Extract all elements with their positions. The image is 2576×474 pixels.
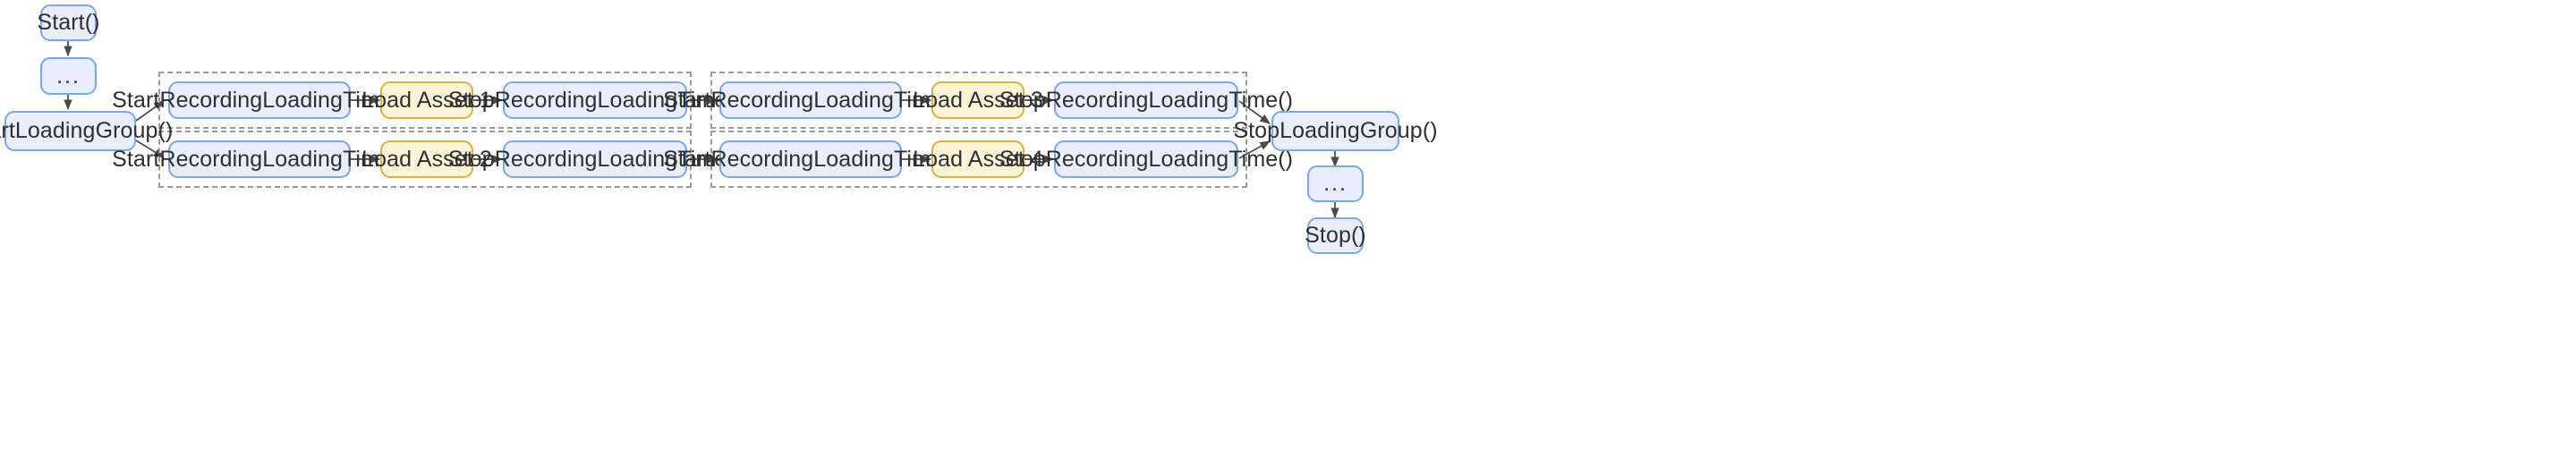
node-g2r1-stop-recording[interactable]: StopRecordingLoadingTime(): [999, 81, 1293, 119]
node-g2r2-load-asset[interactable]: Load Asset 4: [913, 140, 1043, 178]
node-g1r2-start-recording[interactable]: StartRecordingLoadingTime(): [112, 140, 407, 178]
node-g2r2-start-recording[interactable]: StartRecordingLoadingTime(): [663, 140, 958, 178]
node-start[interactable]: Start(): [37, 4, 100, 41]
node-stop-loading-group-label: StopLoadingGroup(): [1233, 118, 1438, 143]
node-g1r1-load-asset-label: Load Asset 1: [361, 87, 492, 113]
node-stop-loading-group[interactable]: StopLoadingGroup(): [1233, 111, 1438, 151]
node-g2r1-load-asset[interactable]: Load Asset 3: [913, 81, 1043, 119]
node-g1r1-load-asset[interactable]: Load Asset 1: [361, 81, 492, 119]
node-g2r1-start-recording[interactable]: StartRecordingLoadingTime(): [663, 81, 958, 119]
node-g1r2-stop-recording[interactable]: StopRecordingLoadingTime(): [448, 140, 742, 178]
node-g1r1-stop-recording[interactable]: StopRecordingLoadingTime(): [448, 81, 742, 119]
node-post-ellipsis-label: ...: [1323, 171, 1348, 196]
node-stop[interactable]: Stop(): [1305, 217, 1366, 254]
node-g2r2-load-asset-label: Load Asset 4: [913, 146, 1043, 172]
node-pre-ellipsis[interactable]: ...: [40, 57, 97, 95]
node-g1r2-load-asset[interactable]: Load Asset 2: [361, 140, 492, 178]
node-post-ellipsis[interactable]: ...: [1307, 165, 1364, 202]
node-g2r1-load-asset-label: Load Asset 3: [913, 87, 1043, 113]
node-g2r2-stop-recording[interactable]: StopRecordingLoadingTime(): [999, 140, 1293, 178]
node-g1r1-start-recording[interactable]: StartRecordingLoadingTime(): [112, 81, 407, 119]
node-start-loading-group[interactable]: StartLoadingGroup(): [0, 111, 173, 151]
node-start-loading-group-label: StartLoadingGroup(): [0, 118, 174, 143]
node-start-label: Start(): [37, 10, 100, 35]
node-g1r2-load-asset-label: Load Asset 2: [361, 146, 492, 172]
node-pre-ellipsis-label: ...: [56, 63, 81, 89]
node-stop-label: Stop(): [1305, 223, 1366, 248]
